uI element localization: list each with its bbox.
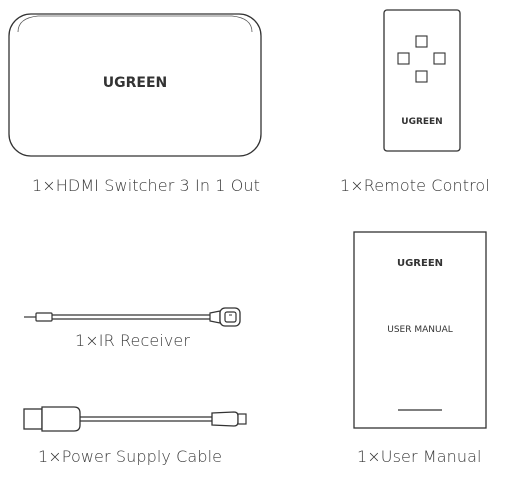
manual-booklet-icon	[353, 231, 487, 429]
remote-down-button[interactable]	[415, 70, 428, 83]
hdmi-switcher-illustration: UGREEN	[8, 10, 262, 158]
power-cable-illustration	[22, 403, 250, 433]
remote-body-icon	[383, 9, 461, 152]
remote-caption: 1×Remote Control	[340, 176, 490, 195]
switcher-caption: 1×HDMI Switcher 3 In 1 Out	[32, 176, 261, 195]
remote-right-button[interactable]	[433, 52, 446, 65]
user-manual-illustration: UGREEN USER MANUAL	[353, 231, 487, 429]
ir-receiver-illustration	[22, 300, 247, 330]
power-cable-icon	[23, 406, 247, 432]
ir-receiver-icon	[24, 307, 241, 327]
remote-up-button[interactable]	[415, 35, 428, 48]
remote-left-button[interactable]	[397, 52, 410, 65]
manual-brand-logo: UGREEN	[396, 258, 444, 269]
remote-brand-logo: UGREEN	[401, 117, 443, 127]
manual-title: USER MANUAL	[387, 325, 453, 335]
ir-receiver-caption: 1×IR Receiver	[75, 331, 191, 350]
switcher-box-icon	[8, 13, 262, 157]
remote-control-illustration: UGREEN	[383, 9, 461, 153]
power-cable-caption: 1×Power Supply Cable	[38, 447, 223, 466]
switcher-brand-logo: UGREEN	[102, 75, 168, 91]
manual-caption: 1×User Manual	[357, 447, 482, 466]
